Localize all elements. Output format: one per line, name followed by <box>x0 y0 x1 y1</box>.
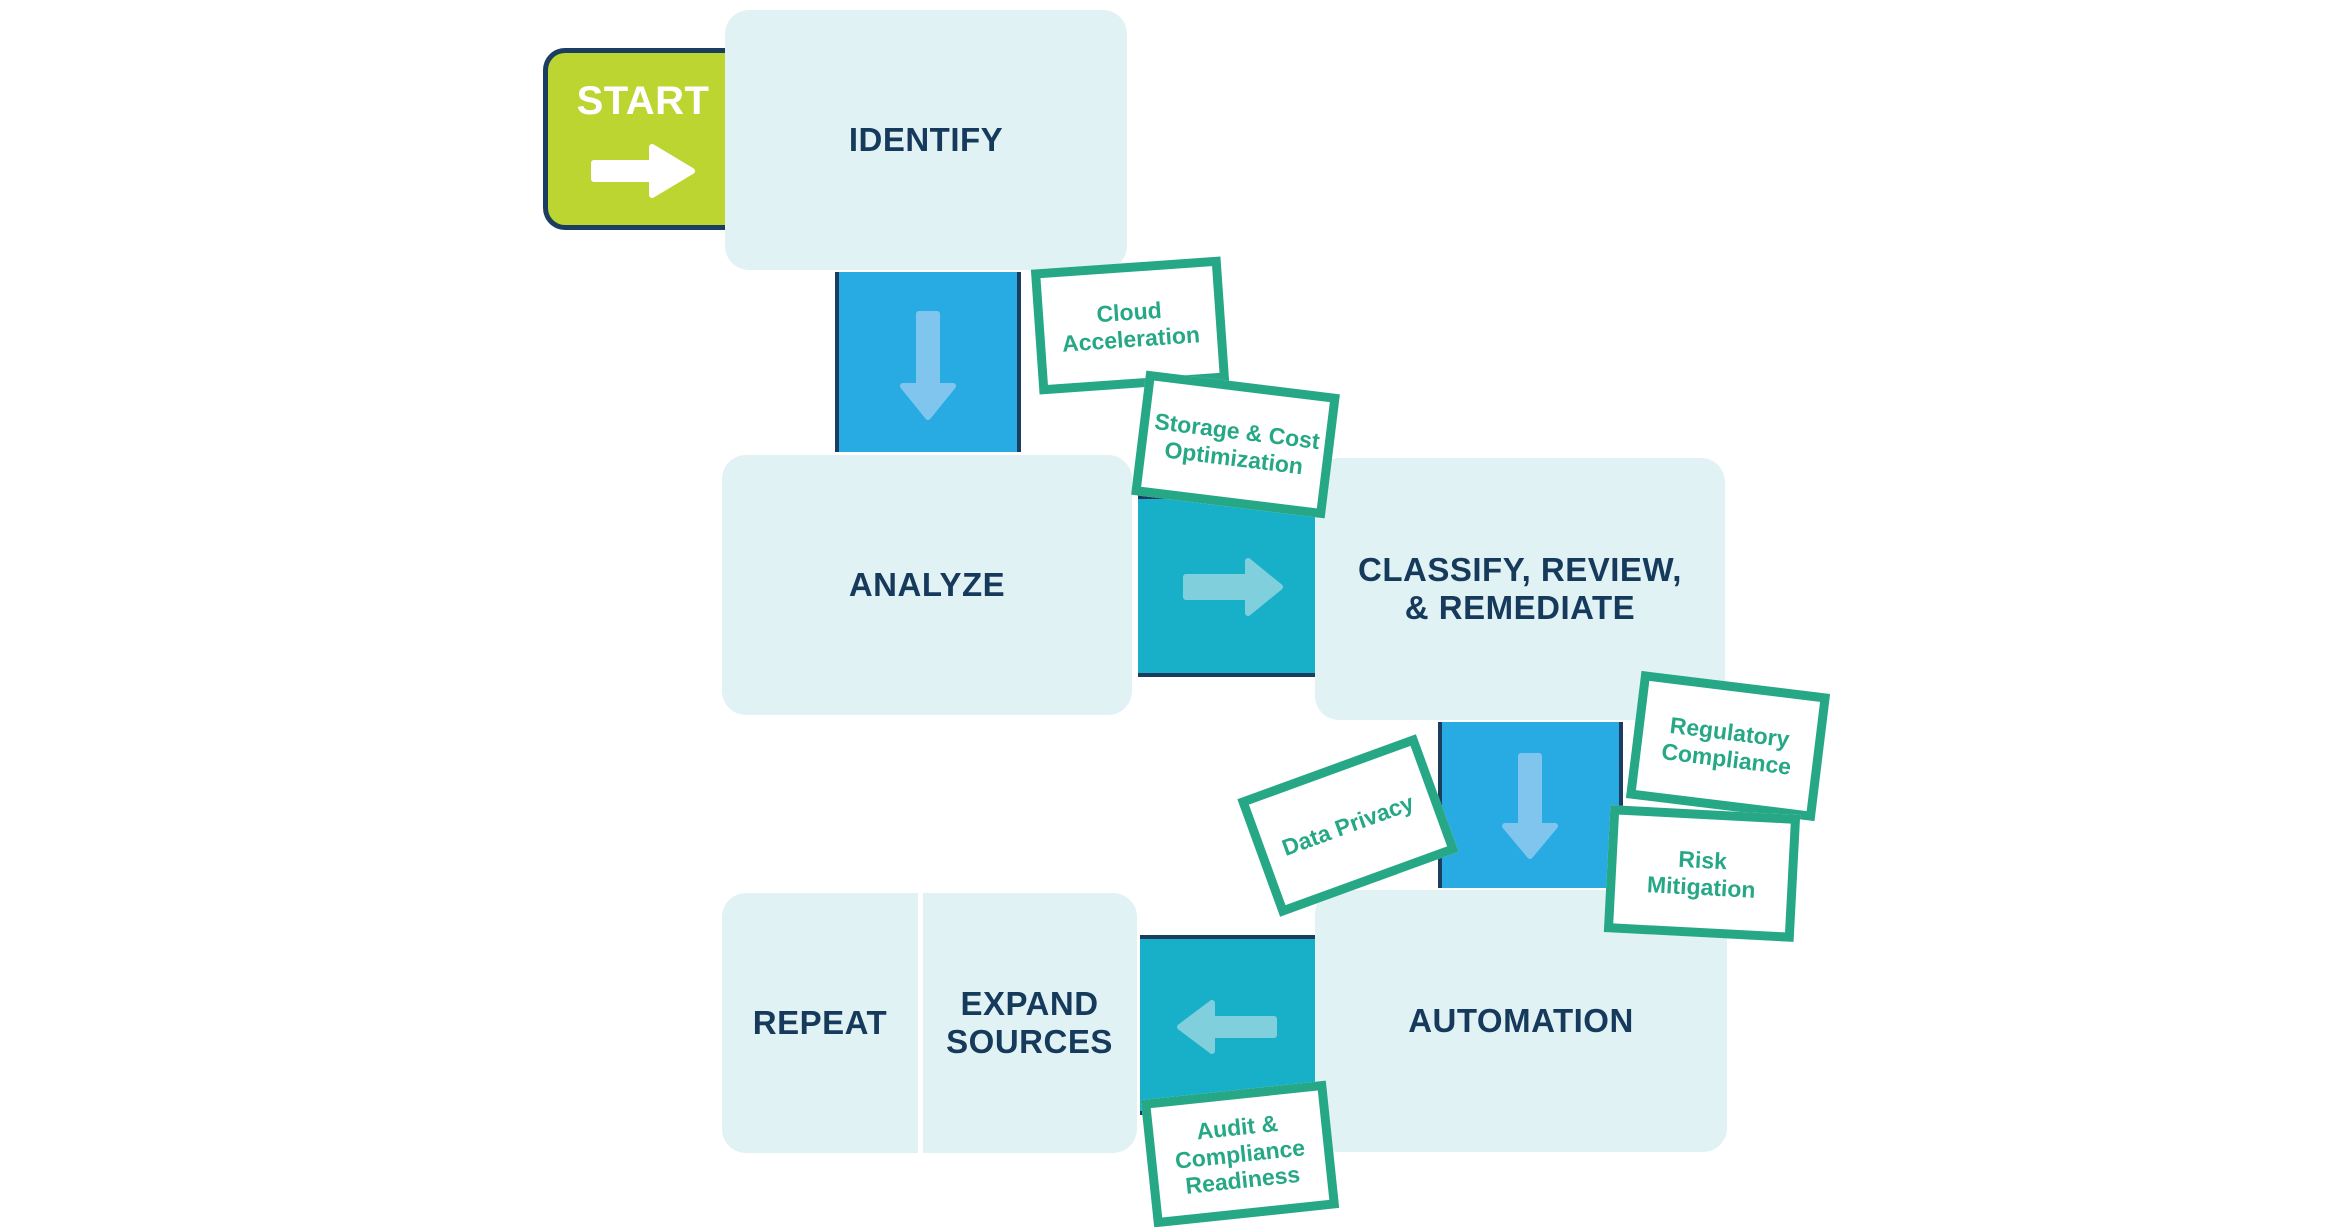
start-label: START <box>576 79 710 123</box>
card-storage-cost-optimization: Storage & Cost Optimization <box>1131 370 1340 519</box>
arrow-down-icon <box>1502 753 1558 859</box>
connector-analyze-classify <box>1138 495 1316 677</box>
step-repeat-expand: REPEAT EXPAND SOURCES <box>722 893 1137 1153</box>
connector-classify-automation <box>1438 722 1623 888</box>
step-classify-label-line2: & REMEDIATE <box>1404 589 1636 626</box>
card-regulatory-compliance: Regulatory Compliance <box>1625 670 1831 822</box>
step-identify-label: IDENTIFY <box>848 121 1004 159</box>
step-identify: IDENTIFY <box>725 10 1127 270</box>
step-expand-sources: EXPAND SOURCES <box>922 893 1137 1153</box>
step-analyze: ANALYZE <box>722 455 1132 715</box>
card-cloud-acceleration: Cloud Acceleration <box>1030 256 1230 395</box>
arrow-right-icon <box>591 144 695 198</box>
start-tab: START <box>543 48 745 230</box>
card-line: Mitigation <box>1646 870 1757 903</box>
card-risk-mitigation: Risk Mitigation <box>1603 805 1801 942</box>
step-repeat-label: REPEAT <box>752 1004 888 1042</box>
arrow-down-icon <box>900 311 956 420</box>
step-automation-label: AUTOMATION <box>1408 1002 1634 1040</box>
card-audit-compliance-readiness: Audit & Compliance Readiness <box>1140 1080 1340 1227</box>
arrow-left-icon <box>1177 1000 1277 1054</box>
step-repeat: REPEAT <box>722 893 918 1153</box>
step-analyze-label: ANALYZE <box>848 566 1006 604</box>
step-expand-label-line2: SOURCES <box>946 1023 1113 1060</box>
step-classify-label-line1: CLASSIFY, REVIEW, <box>1358 551 1682 589</box>
card-line: Data Privacy <box>1278 789 1418 861</box>
step-expand-label-line1: EXPAND <box>960 985 1099 1023</box>
repeat-expand-divider <box>918 893 923 1153</box>
arrow-right-icon <box>1183 558 1283 616</box>
connector-identify-analyze <box>835 272 1021 452</box>
